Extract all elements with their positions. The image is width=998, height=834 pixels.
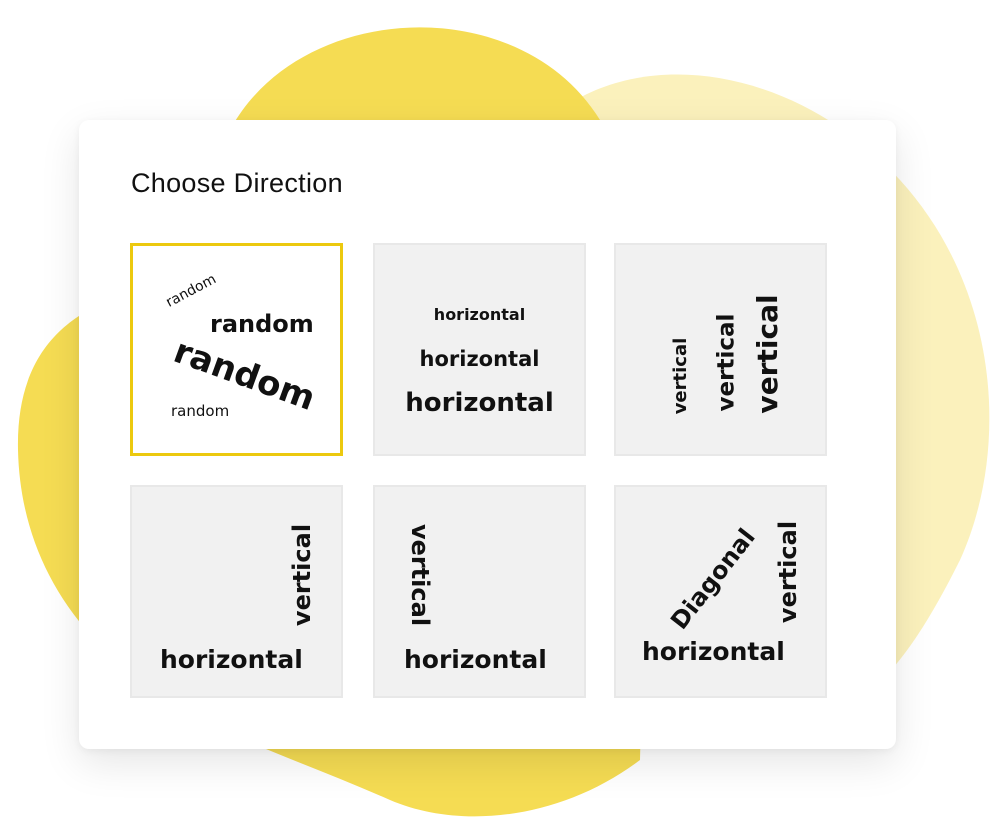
direction-option-vertical-up-horizontal[interactable]: vertical horizontal <box>373 485 586 698</box>
word-horizontal: horizontal <box>160 645 303 674</box>
word-vertical-small: vertical <box>670 337 691 415</box>
word-random-medium: random <box>210 310 314 338</box>
word-horizontal: horizontal <box>404 645 547 674</box>
word-vertical: vertical <box>774 520 802 624</box>
direction-option-random[interactable]: random random random random <box>130 243 343 456</box>
word-vertical-large: vertical <box>751 294 784 414</box>
word-vertical-medium: vertical <box>713 313 740 412</box>
direction-picker-card: Choose Direction random random random ra… <box>79 120 896 749</box>
word-random-small-tilted: random <box>163 271 219 311</box>
word-diagonal: Diagonal <box>665 523 761 635</box>
direction-option-horizontal[interactable]: horizontal horizontal horizontal <box>373 243 586 456</box>
direction-option-vertical-down-horizontal[interactable]: vertical horizontal <box>130 485 343 698</box>
word-vertical: vertical <box>288 523 316 627</box>
word-horizontal-medium: horizontal <box>419 347 540 371</box>
card-title: Choose Direction <box>131 168 343 198</box>
word-horizontal-large: horizontal <box>405 388 554 418</box>
word-horizontal-small: horizontal <box>433 305 526 324</box>
word-horizontal: horizontal <box>642 637 785 666</box>
word-random-small: random <box>171 402 230 420</box>
direction-option-diagonal[interactable]: Diagonal vertical horizontal <box>614 485 827 698</box>
direction-option-vertical[interactable]: vertical vertical vertical <box>614 243 827 456</box>
word-vertical: vertical <box>406 523 434 627</box>
